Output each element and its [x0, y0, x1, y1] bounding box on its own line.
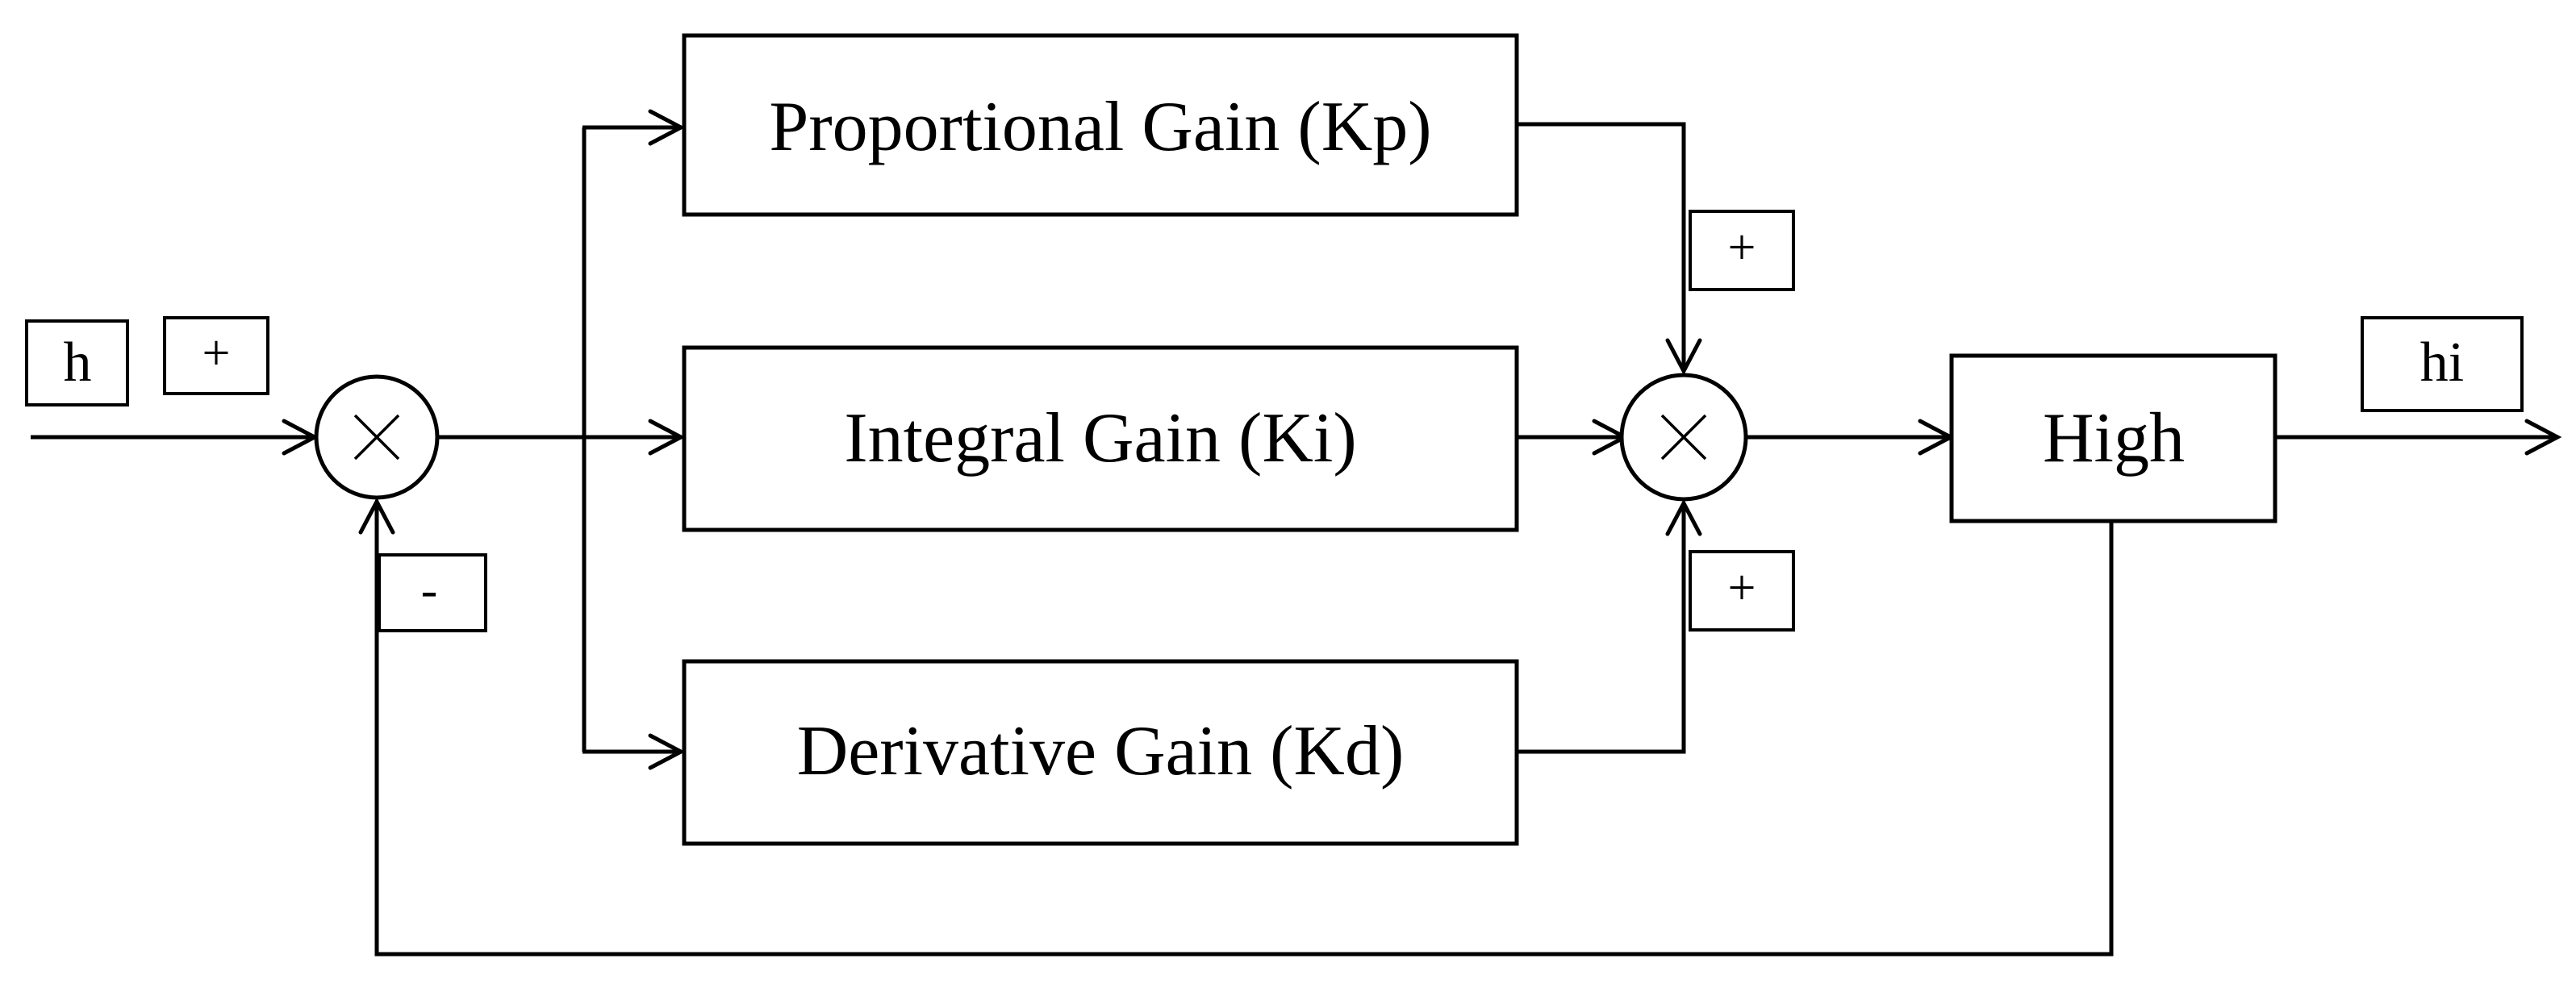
derivative-output-arrowhead	[1665, 498, 1702, 536]
input-signal-label: h	[64, 331, 92, 394]
integral-gain-label: Integral Gain (Ki)	[844, 399, 1356, 477]
output-summing-junction	[1619, 373, 1748, 502]
plant-block: High	[1949, 353, 2277, 523]
feedback-arrowhead	[358, 497, 395, 535]
input-plus-sign-tag: +	[163, 316, 269, 395]
proportional-gain-label: Proportional Gain (Kp)	[769, 88, 1431, 166]
proportional-input-arrowhead	[648, 109, 686, 146]
feedback-minus-sign: -	[421, 563, 438, 618]
derivative-output-line	[1518, 507, 1686, 754]
proportional-output-arrowhead	[1665, 338, 1702, 376]
integral-input-arrowhead	[648, 419, 686, 456]
bottom-plus-sign: +	[1728, 561, 1756, 615]
integral-gain-block: Integral Gain (Ki)	[682, 345, 1519, 532]
proportional-output-line	[1518, 122, 1686, 368]
feedback-minus-sign-tag: -	[378, 553, 487, 632]
top-plus-sign-tag: +	[1689, 210, 1795, 291]
derivative-gain-label: Derivative Gain (Kd)	[797, 712, 1405, 790]
input-summing-junction	[314, 374, 440, 500]
input-plus-sign: +	[202, 326, 231, 381]
input-signal-tag: h	[25, 319, 129, 406]
derivative-gain-block: Derivative Gain (Kd)	[682, 659, 1519, 846]
feedback-line	[374, 505, 2114, 957]
output-arrowhead	[2524, 419, 2562, 456]
proportional-gain-block: Proportional Gain (Kp)	[682, 33, 1519, 217]
plant-label: High	[2043, 399, 2185, 477]
top-plus-sign: +	[1728, 220, 1756, 275]
output-signal-tag: hi	[2361, 316, 2524, 412]
bottom-plus-sign-tag: +	[1689, 550, 1795, 632]
output-signal-label: hi	[2420, 331, 2464, 394]
derivative-input-arrowhead	[648, 733, 686, 770]
